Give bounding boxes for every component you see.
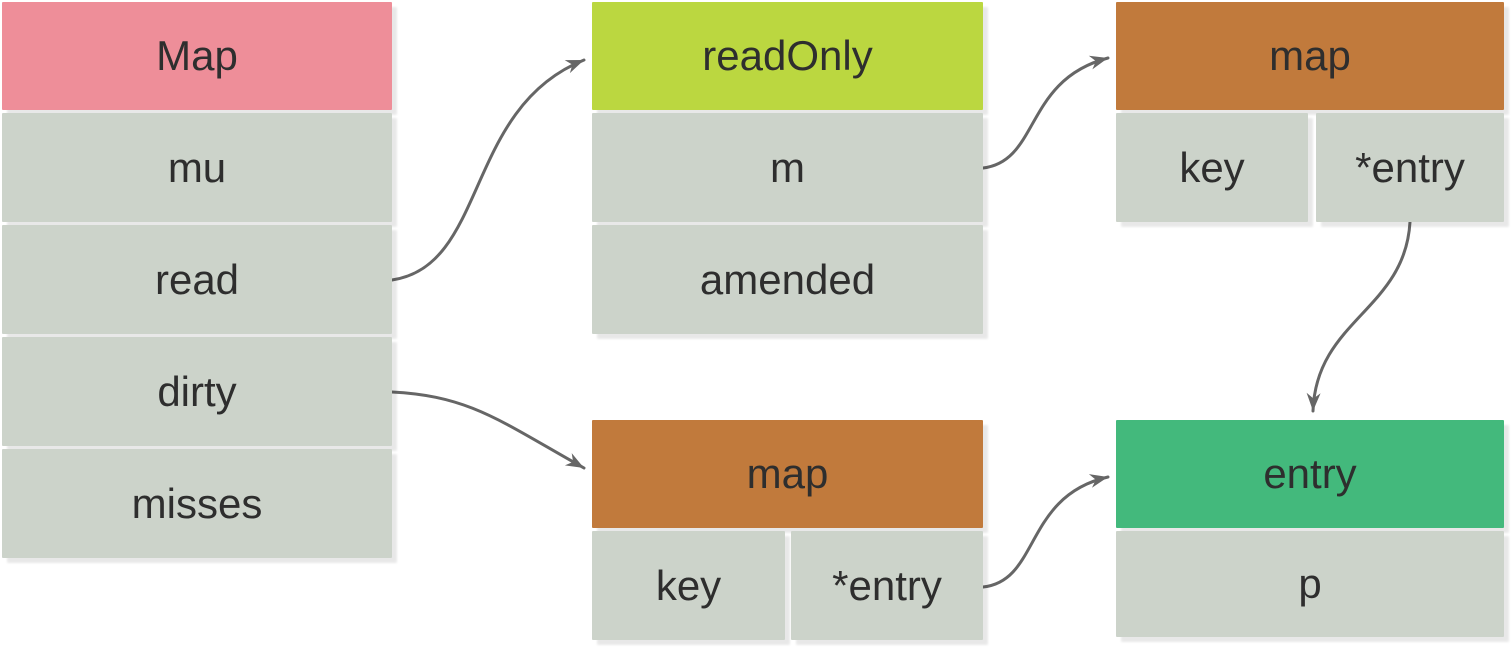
field-p: p bbox=[1116, 531, 1504, 637]
node-readonly-struct: readOnly m amended bbox=[592, 2, 983, 334]
field-amended: amended bbox=[592, 225, 983, 334]
field-entry-ptr-dirty: *entry bbox=[791, 531, 983, 640]
node-map-struct-title: Map bbox=[2, 2, 392, 110]
node-map-read-cells: key *entry bbox=[1116, 113, 1504, 222]
arrow-read-to-readonly bbox=[390, 58, 586, 282]
node-map-read-title: map bbox=[1116, 2, 1504, 110]
node-entry-struct-title: entry bbox=[1116, 420, 1504, 528]
node-map-dirty-title: map bbox=[592, 420, 983, 528]
field-entry-ptr-read: *entry bbox=[1316, 113, 1504, 222]
field-misses: misses bbox=[2, 449, 392, 558]
arrow-m-to-map bbox=[981, 55, 1110, 170]
field-mu: mu bbox=[2, 113, 392, 222]
field-dirty: dirty bbox=[2, 337, 392, 446]
node-map-struct: Map mu read dirty misses bbox=[2, 2, 392, 558]
field-m: m bbox=[592, 113, 983, 222]
arrow-dirty-to-map bbox=[390, 390, 586, 470]
node-map-read: map key *entry bbox=[1116, 2, 1504, 222]
arrow-dirtymap-entry-to-entry bbox=[981, 474, 1110, 589]
field-key-dirty: key bbox=[592, 531, 785, 640]
node-readonly-struct-title: readOnly bbox=[592, 2, 983, 110]
node-map-dirty: map key *entry bbox=[592, 420, 983, 640]
arrow-readmap-entry-to-entry bbox=[1306, 220, 1412, 413]
node-entry-struct: entry p bbox=[1116, 420, 1504, 637]
field-key-read: key bbox=[1116, 113, 1308, 222]
node-map-dirty-cells: key *entry bbox=[592, 531, 983, 640]
field-read: read bbox=[2, 225, 392, 334]
